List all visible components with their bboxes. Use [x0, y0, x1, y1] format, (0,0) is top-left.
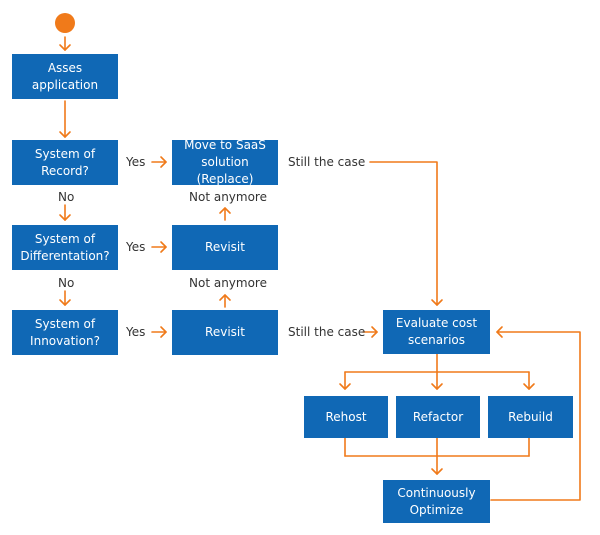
arrowhead — [496, 326, 503, 338]
label-not-anymore-2: Not anymore — [189, 276, 267, 290]
node-rehost: Rehost — [304, 396, 388, 438]
arrowhead — [59, 214, 71, 221]
arrowhead — [59, 131, 71, 138]
node-refactor: Refactor — [396, 396, 480, 438]
label-yes-3: Yes — [126, 325, 146, 339]
label-still-the-case-1: Still the case — [288, 155, 366, 169]
node-move-to-saas: Move to SaaS solution (Replace) — [172, 138, 278, 186]
node-evaluate-cost-scenarios: Evaluate cost scenarios — [383, 310, 490, 354]
arrowhead — [523, 383, 535, 390]
label-no-2: No — [58, 276, 75, 290]
node-continuously-optimize: Continuously Optimize — [383, 480, 490, 523]
arrowhead — [339, 383, 351, 390]
arrowhead — [431, 299, 443, 306]
label-no-1: No — [58, 190, 75, 204]
start-node — [55, 13, 75, 33]
connector-still-case-1 — [369, 161, 438, 306]
arrowhead — [431, 468, 443, 475]
node-system-of-differentiation: System of Differentation? — [12, 225, 118, 270]
node-rebuild: Rebuild — [488, 396, 573, 438]
node-assess-application: Asses application — [12, 54, 118, 99]
label-still-the-case-2: Still the case — [288, 325, 366, 339]
connector-loop-back — [490, 331, 581, 501]
arrowhead — [59, 299, 71, 306]
node-revisit-2: Revisit — [172, 310, 278, 355]
label-yes-2: Yes — [126, 240, 146, 254]
arrowhead — [371, 326, 378, 338]
label-yes-1: Yes — [126, 155, 146, 169]
arrowhead — [59, 44, 71, 51]
arrowhead — [160, 241, 167, 253]
arrowhead — [219, 294, 231, 301]
node-system-of-record: System of Record? — [12, 140, 118, 185]
arrowhead — [219, 207, 231, 214]
node-revisit-1: Revisit — [172, 225, 278, 270]
node-system-of-innovation: System of Innovation? — [12, 310, 118, 355]
arrowhead — [160, 156, 167, 168]
label-not-anymore-1: Not anymore — [189, 190, 267, 204]
arrowhead — [160, 326, 167, 338]
arrowhead — [431, 383, 443, 390]
